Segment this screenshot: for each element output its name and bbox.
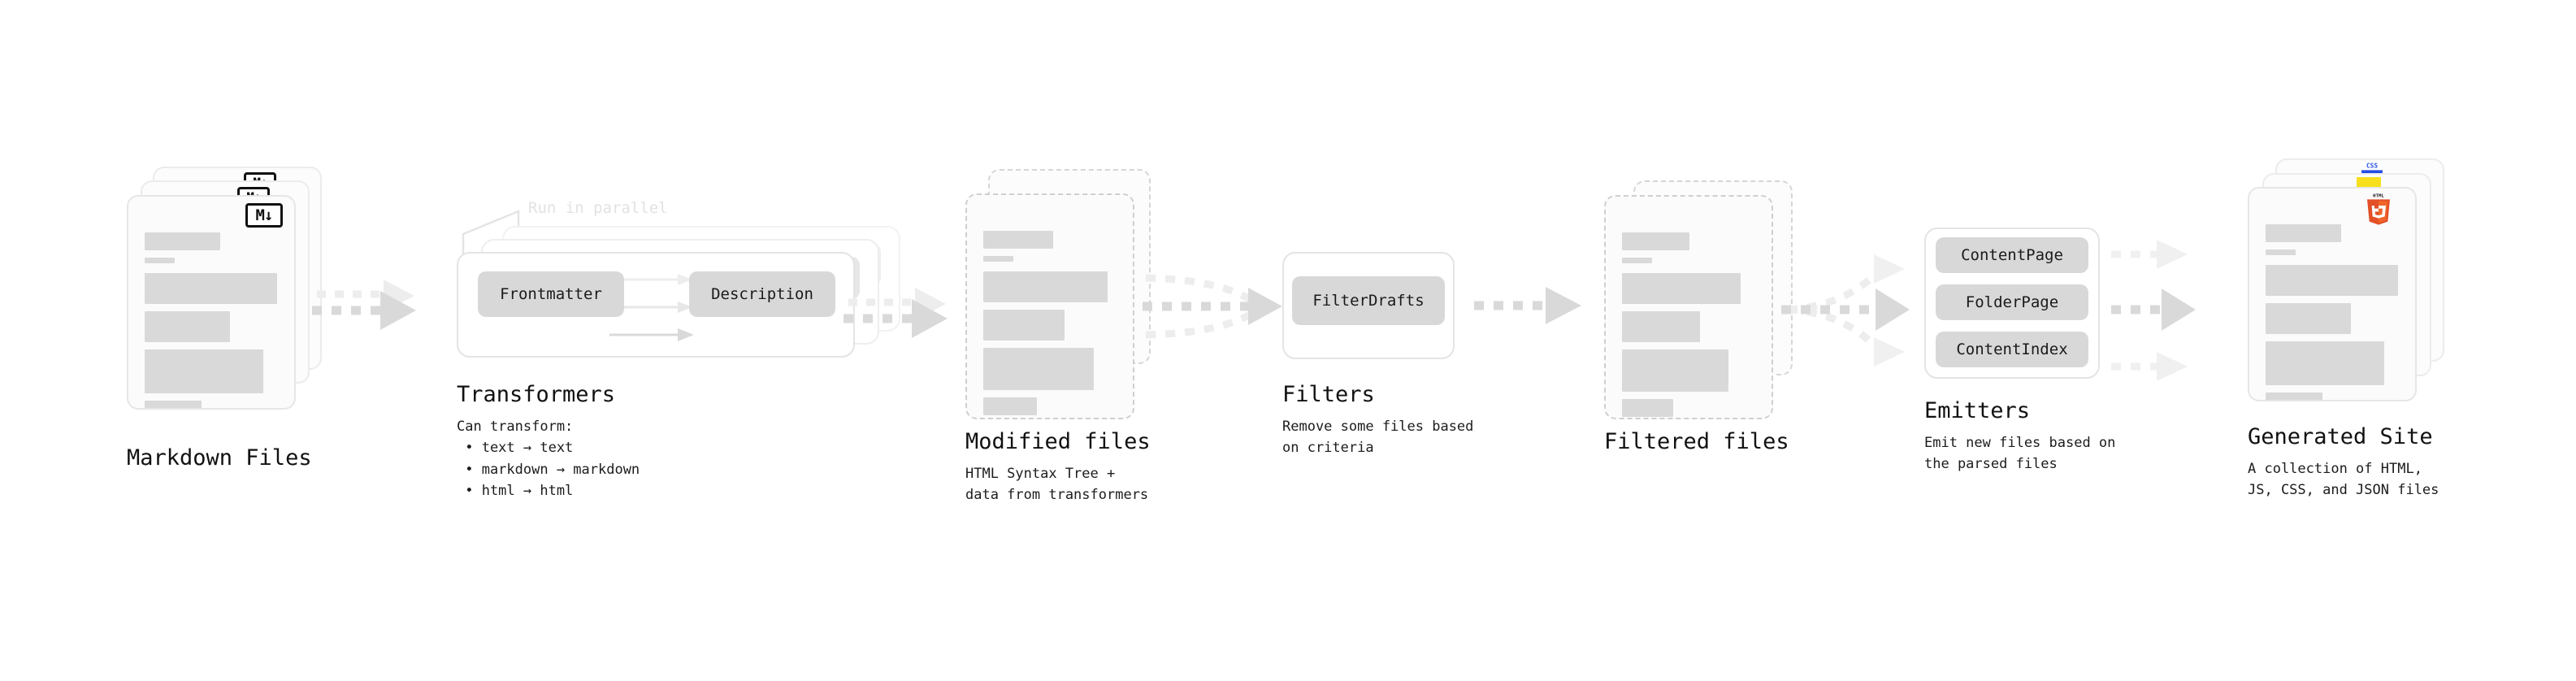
markdown-card-front: [127, 195, 296, 410]
generated-site-title: Generated Site: [2248, 424, 2433, 449]
run-in-parallel-bracket: [462, 210, 520, 257]
arrow-transformers-to-modified: [843, 288, 948, 338]
markdown-skeleton-rows: [145, 232, 280, 408]
filters-chip-filterdrafts[interactable]: FilterDrafts: [1292, 276, 1445, 325]
modified-files-subtitle: HTML Syntax Tree + data from transformer…: [965, 466, 1149, 504]
html5-icon: HTML: [2367, 194, 2390, 225]
transformer-chip-description[interactable]: Description: [689, 271, 835, 317]
emitters-chip-folderpage[interactable]: FolderPage: [1936, 284, 2088, 320]
emitters-chip-contentpage[interactable]: ContentPage: [1936, 237, 2088, 273]
arrow-markdown-to-transformers: [312, 280, 416, 330]
emitters-title: Emitters: [1924, 398, 2031, 423]
emitters-chip-contentindex[interactable]: ContentIndex: [1936, 332, 2088, 367]
transformer-chip-frontmatter[interactable]: Frontmatter: [478, 271, 624, 317]
markdown-icon: M↓: [245, 203, 283, 228]
transformers-subtitle: Can transform: • text → text • markdown …: [457, 419, 640, 500]
modified-card-front: [965, 193, 1134, 419]
transformers-title: Transformers: [457, 382, 616, 407]
emitters-subtitle: Emit new files based on the parsed files: [1924, 435, 2116, 473]
filtered-skeleton-rows: [1622, 232, 1757, 418]
svg-text:HTML: HTML: [2373, 194, 2384, 199]
generated-site-subtitle: A collection of HTML, JS, CSS, and JSON …: [2248, 461, 2439, 499]
run-in-parallel-label: Run in parallel: [528, 199, 668, 217]
filters-title: Filters: [1282, 382, 1375, 407]
arrow-filtered-to-emitters: [1781, 254, 1910, 367]
filtered-files-title: Filtered files: [1604, 429, 1789, 454]
modified-files-title: Modified files: [965, 429, 1151, 454]
modified-skeleton-rows: [983, 231, 1118, 418]
css3-icon: CSS: [2361, 162, 2383, 173]
site-skeleton-rows: [2266, 224, 2400, 400]
site-card-front: [2248, 187, 2417, 401]
svg-text:CSS: CSS: [2366, 162, 2378, 169]
filters-subtitle: Remove some files based on criteria: [1282, 419, 1474, 457]
arrow-filters-to-filtered: [1474, 287, 1581, 324]
markdown-files-title: Markdown Files: [127, 445, 312, 471]
arrow-emitters-to-site: [2111, 240, 2196, 381]
filtered-card-front: [1604, 195, 1773, 419]
arrow-modified-to-filters: [1143, 274, 1282, 339]
